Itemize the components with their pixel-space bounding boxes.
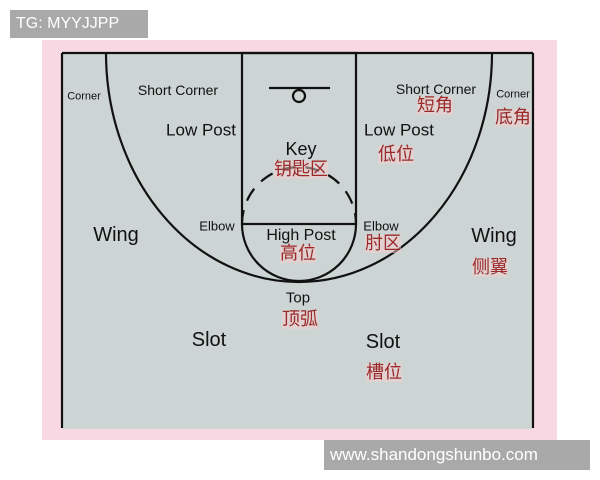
label-low-post-left: Low Post bbox=[166, 120, 236, 140]
label-corner-right: Corner bbox=[496, 88, 530, 101]
label-key: Key bbox=[285, 139, 317, 159]
label-wing-right: Wing bbox=[471, 225, 517, 247]
key-lane bbox=[240, 51, 358, 226]
label-corner-right-cn: 底角 bbox=[495, 107, 531, 128]
label-short-corner-left: Short Corner bbox=[137, 82, 219, 98]
label-low-post-right-cn: 低位 bbox=[378, 144, 414, 165]
label-slot-left: Slot bbox=[191, 329, 227, 351]
label-elbow-right: Elbow bbox=[363, 218, 399, 234]
label-short-corner-right-cn: 短角 bbox=[417, 95, 453, 116]
free-throw-circle-bottom bbox=[240, 223, 358, 283]
label-top: Top bbox=[285, 289, 311, 307]
label-high-post-cn: 高位 bbox=[280, 243, 316, 264]
label-slot-right: Slot bbox=[365, 331, 401, 353]
label-wing-left: Wing bbox=[93, 224, 139, 246]
label-elbow-left: Elbow bbox=[199, 218, 235, 234]
label-short-corner-right: Short Corner bbox=[395, 81, 477, 97]
label-wing-right-cn: 侧翼 bbox=[472, 257, 508, 278]
label-slot-right-cn: 槽位 bbox=[366, 362, 402, 383]
label-elbow-right-cn: 肘区 bbox=[365, 233, 401, 254]
court-floor bbox=[62, 53, 533, 429]
watermark-bottom: www.shandongshunbo.com bbox=[324, 440, 590, 470]
watermark-top: TG: MYYJJPP bbox=[10, 10, 148, 38]
free-throw-circle-top-dashed bbox=[240, 165, 358, 225]
label-low-post-right: Low Post bbox=[364, 120, 434, 140]
label-top-cn: 顶弧 bbox=[282, 309, 318, 330]
label-key-cn: 钥匙区 bbox=[274, 159, 328, 180]
label-corner-left: Corner bbox=[67, 90, 101, 103]
label-high-post: High Post bbox=[266, 227, 336, 244]
hoop bbox=[291, 88, 307, 104]
